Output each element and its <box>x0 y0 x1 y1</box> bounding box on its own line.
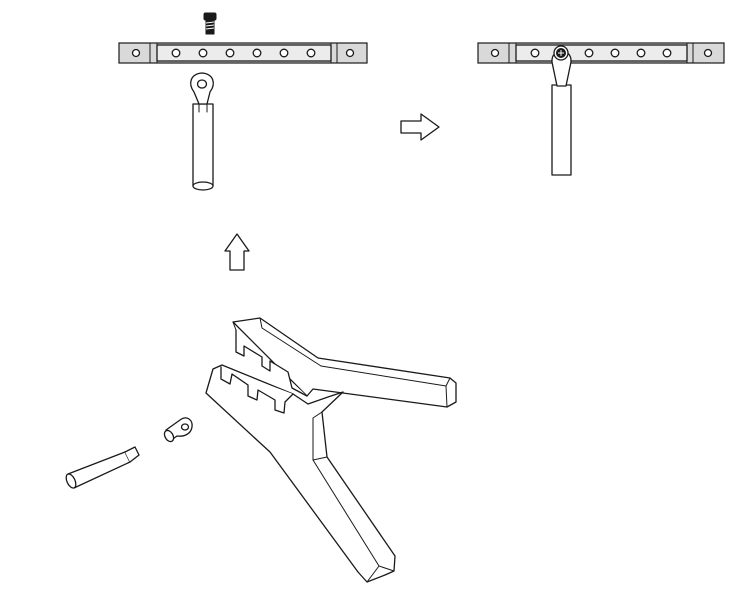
busbar-right <box>477 42 725 64</box>
busbar-hole <box>530 48 540 58</box>
busbar-hole <box>225 48 235 58</box>
arrow-right-icon <box>400 113 440 141</box>
ring-terminal-icon <box>190 72 214 113</box>
busbar-hole <box>636 48 646 58</box>
cable-icon <box>192 103 214 191</box>
busbar-hole <box>610 48 620 58</box>
busbar-hole <box>198 48 208 58</box>
busbar-hole <box>279 48 289 58</box>
loose-cable <box>65 446 140 489</box>
mounted-result <box>551 45 572 176</box>
terminal-on-cable <box>190 72 214 191</box>
busbar-hole <box>306 48 316 58</box>
busbar-hole <box>252 48 262 58</box>
screw-icon <box>203 12 217 35</box>
busbar-left <box>118 42 368 64</box>
busbar-hole <box>584 48 594 58</box>
loose-ring-terminal <box>163 417 193 443</box>
crimping-tool-icon <box>205 317 457 583</box>
busbar-hole <box>171 48 181 58</box>
arrow-up-icon <box>224 233 250 271</box>
busbar-hole <box>662 48 672 58</box>
